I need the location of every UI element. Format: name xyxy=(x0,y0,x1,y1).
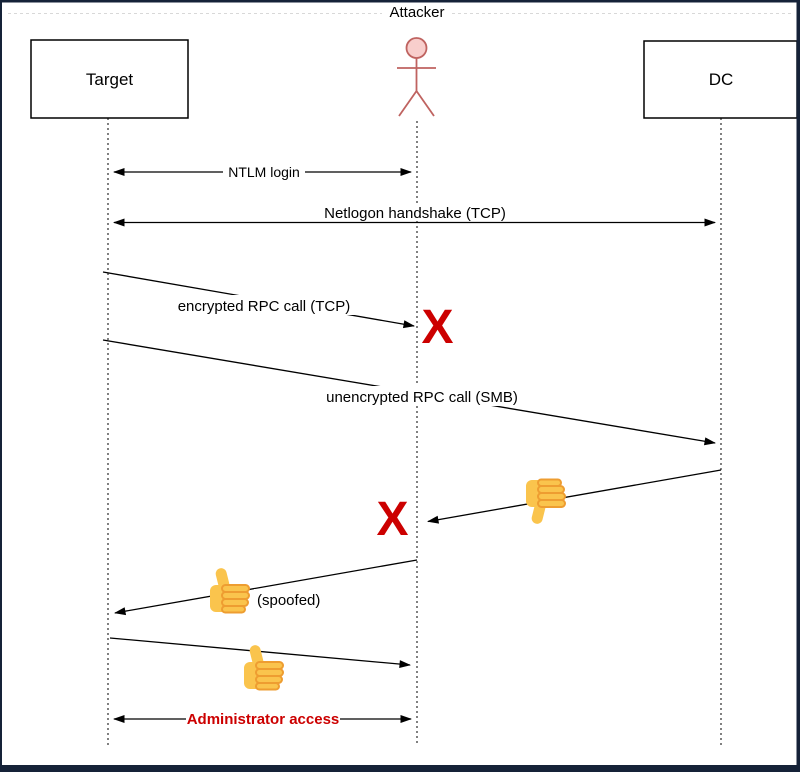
participant-label-target: Target xyxy=(86,70,134,89)
participant-label-dc: DC xyxy=(709,70,734,89)
participant-box-dc xyxy=(643,40,798,119)
frame-border-top xyxy=(0,0,800,3)
message-label-unencrypted-rpc: unencrypted RPC call (SMB) xyxy=(326,389,518,406)
thumbs-down-emoji-icon xyxy=(525,478,566,527)
label-bg xyxy=(168,295,360,315)
label-bg xyxy=(254,589,326,609)
frame-border-bottom xyxy=(0,765,800,772)
message-label-ntlm-login: NTLM login xyxy=(228,164,300,180)
message-label-netlogon-handshake: Netlogon handshake (TCP) xyxy=(324,205,506,222)
participant-box-target xyxy=(30,39,189,119)
blocked-x-mark: X xyxy=(376,493,408,546)
arrow-spoofed-approval xyxy=(114,559,418,616)
thumbs-up-emoji-icon xyxy=(243,642,284,691)
arrow-dc-denial xyxy=(427,469,722,524)
label-bg xyxy=(315,204,515,220)
label-bg xyxy=(319,386,525,406)
label-bg xyxy=(223,163,305,180)
thumbs-up-emoji-icon xyxy=(209,565,250,614)
message-label-spoofed: (spoofed) xyxy=(257,592,320,609)
message-label-admin-access: Administrator access xyxy=(187,711,340,728)
message-label-encrypted-rpc: encrypted RPC call (TCP) xyxy=(178,298,351,315)
stick-figure-actor-icon xyxy=(397,37,436,117)
frame-border-right xyxy=(796,0,800,772)
frame-border-left xyxy=(0,0,2,772)
participant-label-attacker: Attacker xyxy=(389,4,444,21)
label-bg xyxy=(186,709,340,728)
label-bg xyxy=(382,2,452,20)
blocked-x-mark: X xyxy=(421,301,453,354)
